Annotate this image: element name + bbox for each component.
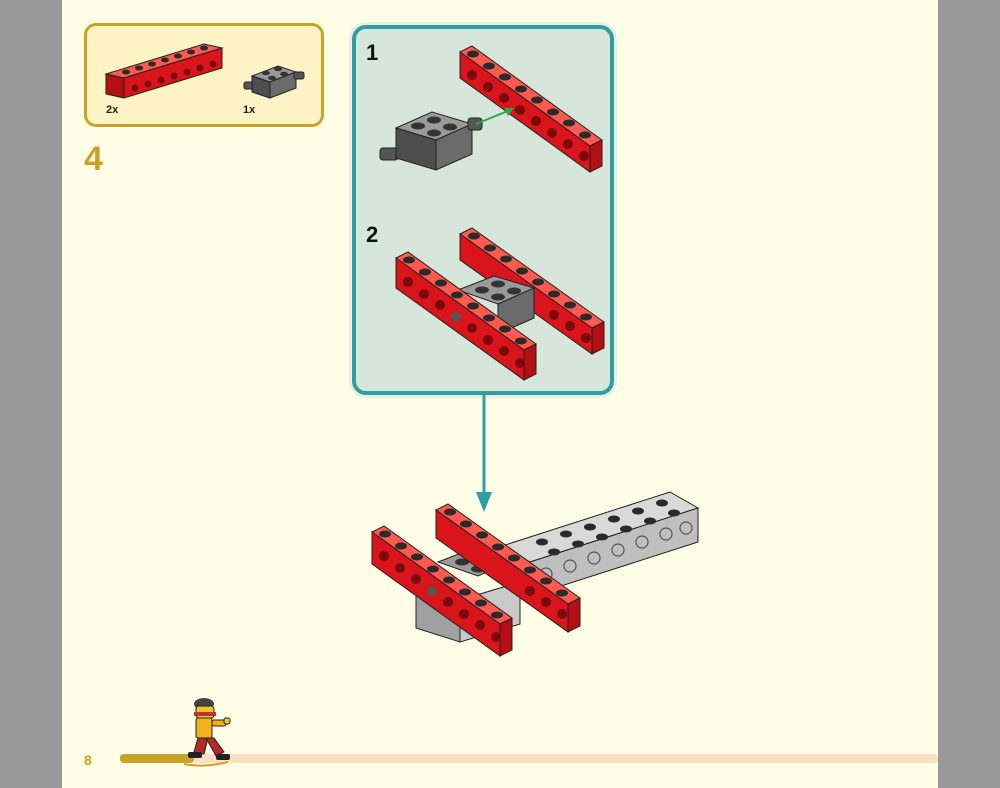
part-quantity-axle-brick: 1x: [243, 104, 256, 116]
substep-1-illustration: [379, 45, 603, 173]
page-number: 8: [84, 752, 92, 768]
gray-axle-brick-part-icon: [243, 65, 305, 99]
substep-number-1: 1: [366, 40, 379, 65]
substep-2-illustration: [395, 227, 605, 381]
placement-arrow: [476, 394, 492, 512]
main-assembly-illustration: [371, 491, 700, 657]
progress-bar: [120, 754, 938, 763]
part-quantity-beam: 2x: [106, 104, 119, 116]
step-number: 4: [84, 140, 103, 178]
progress-bar-fill: [120, 754, 194, 763]
red-beam-part-icon: [104, 43, 224, 99]
substep-number-2: 2: [366, 222, 379, 247]
running-minifigure-icon: [183, 698, 231, 767]
